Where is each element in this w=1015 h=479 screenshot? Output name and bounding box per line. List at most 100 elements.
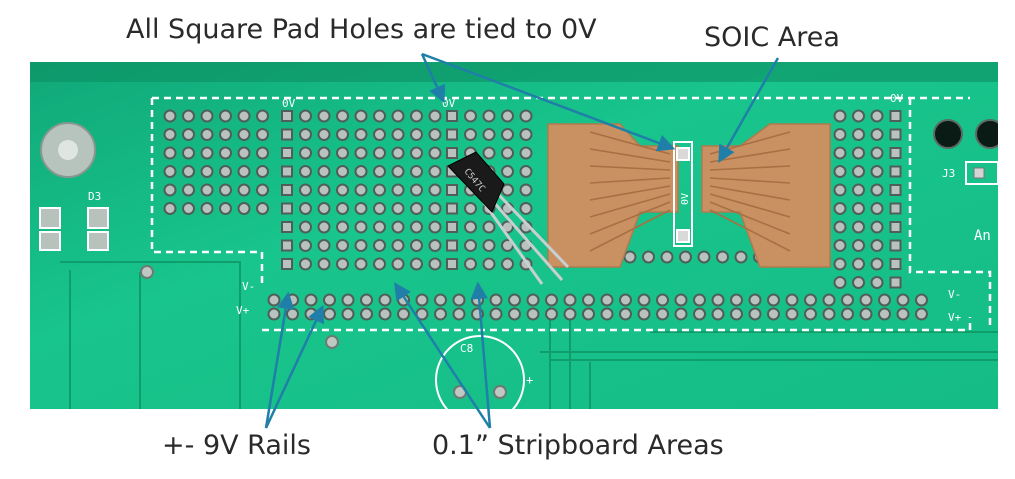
round-pad-hole xyxy=(464,128,477,141)
round-pad-hole xyxy=(428,146,442,160)
square-pad-hole xyxy=(281,147,293,159)
round-pad-hole xyxy=(410,128,423,141)
round-pad-hole xyxy=(391,165,405,178)
square-pad-hole xyxy=(281,258,293,270)
round-pad-hole xyxy=(354,183,368,197)
round-pad-hole xyxy=(299,109,312,123)
round-pad-hole xyxy=(410,257,423,271)
round-pad-hole xyxy=(378,307,392,321)
round-pad-hole xyxy=(482,146,496,160)
square-pad-hole xyxy=(446,147,458,159)
round-pad-hole xyxy=(674,293,688,307)
round-pad-hole xyxy=(545,307,558,321)
round-pad-hole xyxy=(679,250,692,264)
round-pad-hole xyxy=(464,220,477,234)
round-pad-hole xyxy=(915,307,928,321)
round-pad-hole xyxy=(833,276,847,289)
round-pad-hole xyxy=(256,165,269,178)
round-pad-hole xyxy=(852,128,865,141)
round-pad-hole xyxy=(841,307,854,321)
round-pad-hole xyxy=(471,293,484,307)
round-pad-hole xyxy=(852,257,865,271)
zero-v-label-right: 0V xyxy=(890,92,904,105)
round-pad-hole xyxy=(452,307,466,321)
round-pad-hole xyxy=(317,146,331,160)
mounting-hole-center xyxy=(58,140,78,160)
soic-pad-line xyxy=(709,201,791,235)
round-pad-hole xyxy=(373,183,386,197)
round-pad-hole xyxy=(501,128,514,141)
round-pad-hole xyxy=(317,202,331,215)
square-pad-hole xyxy=(446,202,458,215)
square-pad-hole xyxy=(889,202,902,215)
round-pad-hole xyxy=(870,183,884,197)
round-pad-hole xyxy=(482,239,496,252)
round-pad-hole xyxy=(852,146,865,160)
round-pad-hole xyxy=(391,239,405,252)
round-pad-hole xyxy=(767,293,780,307)
round-pad-hole xyxy=(464,239,477,252)
round-pad-hole xyxy=(336,183,349,197)
round-pad-hole xyxy=(428,220,442,234)
round-pad-hole xyxy=(489,293,503,307)
square-pad-hole xyxy=(281,221,293,233)
round-pad-hole xyxy=(299,220,312,234)
round-pad-hole xyxy=(182,202,195,215)
round-pad-hole xyxy=(878,307,891,321)
round-pad-hole xyxy=(286,293,299,307)
round-pad-hole xyxy=(317,220,331,234)
round-pad-hole xyxy=(304,307,318,321)
round-pad-hole xyxy=(323,307,336,321)
round-pad-hole xyxy=(256,128,269,141)
round-pad-hole xyxy=(870,202,884,215)
stripboard-grid-left xyxy=(163,109,442,271)
round-pad-hole xyxy=(833,128,847,141)
round-pad-hole xyxy=(785,293,799,307)
zero-v-label-soic: 0V xyxy=(680,193,691,205)
round-pad-hole xyxy=(410,109,423,123)
round-pad-hole xyxy=(852,183,865,197)
round-pad-hole xyxy=(428,257,442,271)
j3-label: J3 xyxy=(942,167,955,180)
square-pad-hole xyxy=(889,258,902,270)
soic-pad-line xyxy=(589,165,671,171)
soic-pad-line xyxy=(589,201,671,235)
round-pad-hole xyxy=(200,109,214,123)
round-pad-hole xyxy=(182,183,195,197)
round-pad-hole xyxy=(642,250,655,264)
partial-label: An xyxy=(974,228,991,244)
d3-label: D3 xyxy=(88,190,101,203)
round-pad-hole xyxy=(373,239,386,252)
pad xyxy=(140,265,154,279)
square-pad-hole xyxy=(446,258,458,270)
round-pad-hole xyxy=(391,183,405,197)
soic-pad-line xyxy=(589,185,671,201)
soic-pad-line xyxy=(709,209,791,252)
zero-v-label-left: 0V xyxy=(282,97,296,110)
square-pad-hole xyxy=(889,165,902,178)
round-pad-hole xyxy=(519,109,533,123)
soic-pad-line xyxy=(709,193,791,218)
round-pad-hole xyxy=(373,146,386,160)
pcb-photo: D3 0V 0V 0V 0V V- V+ V- V+ C8 + J3 An xyxy=(30,62,998,409)
pad xyxy=(325,335,339,349)
round-pad-hole xyxy=(219,202,232,215)
square-pad-hole xyxy=(446,221,458,233)
round-pad-hole xyxy=(410,202,423,215)
round-pad-hole xyxy=(582,293,595,307)
round-pad-hole xyxy=(508,293,521,307)
round-pad-hole xyxy=(378,293,392,307)
round-pad-hole xyxy=(354,202,368,215)
round-pad-hole xyxy=(323,293,336,307)
round-pad-hole xyxy=(397,307,410,321)
round-pad-hole xyxy=(163,109,177,123)
round-pad-hole xyxy=(299,257,312,271)
round-pad-hole xyxy=(163,165,177,178)
round-pad-hole xyxy=(354,257,368,271)
round-pad-hole xyxy=(482,220,496,234)
c8-pad-1 xyxy=(453,385,467,399)
round-pad-hole xyxy=(464,202,477,215)
round-pad-hole xyxy=(619,307,632,321)
round-pad-hole xyxy=(299,146,312,160)
connector-hole xyxy=(933,119,963,149)
